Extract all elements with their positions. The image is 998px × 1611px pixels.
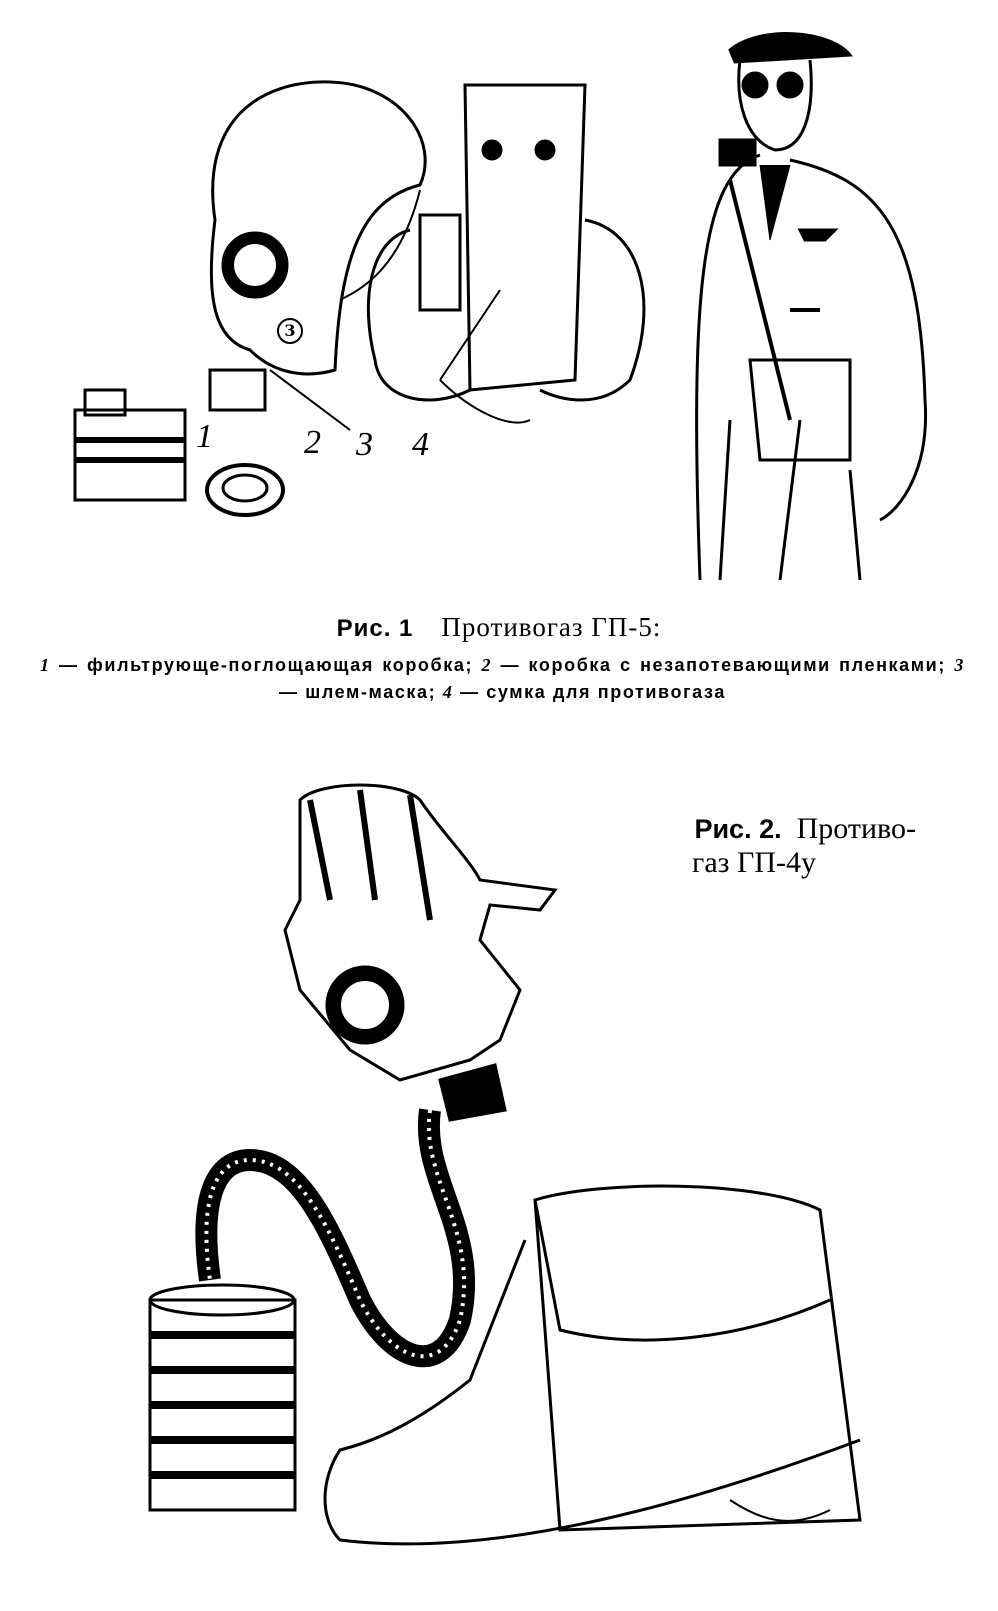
legend-num: 2 (481, 655, 493, 675)
legend-num: 3 (954, 655, 965, 675)
corrugated-hose-highlight (204, 1109, 467, 1359)
callout-3: 3 (356, 426, 373, 463)
legend-text: — коробка с незапотевающими пленками; (500, 655, 946, 675)
legend-text: — фильтрующе-поглощающая коробка; (59, 655, 474, 675)
legend-num: 4 (442, 682, 454, 702)
callout-1: 1 (196, 418, 213, 455)
figure-1-title: Противогаз ГП-5: (441, 612, 662, 642)
callout-3-circled: 3 (277, 318, 303, 344)
helmet-mask (209, 80, 427, 376)
figure-1-illustration (73, 32, 928, 581)
corrugated-hose (195, 1108, 476, 1368)
legend-text: — шлем-маска; (279, 682, 437, 702)
figure-2-title-line1: Противо- (796, 812, 916, 845)
filter-canister (148, 1283, 297, 1512)
figure-2-title-line2: газ ГП-4у (692, 846, 816, 879)
filter-box (73, 388, 187, 502)
gas-mask-bag (366, 83, 646, 424)
callout-2: 2 (304, 424, 321, 461)
gp4u-mask (283, 783, 558, 1122)
figure-1-label: Рис. 1 (336, 615, 414, 642)
antifog-film-box (205, 463, 285, 517)
callout-4: 4 (412, 426, 429, 463)
gp4u-bag (323, 1184, 862, 1546)
legend-text: — сумка для противогаза (460, 682, 726, 702)
figure-1-legend: 1 — фильтрующе-поглощающая коробка; 2 — … (40, 652, 965, 706)
person-wearing-gas-mask (695, 32, 928, 581)
figure-2-caption: Рис. 2. Противо- газ ГП-4у (596, 812, 916, 880)
legend-num: 1 (40, 655, 51, 675)
figure-2-label: Рис. 2. (694, 814, 782, 844)
figure-1-caption: Рис. 1 Противогаз ГП-5: (0, 612, 998, 643)
